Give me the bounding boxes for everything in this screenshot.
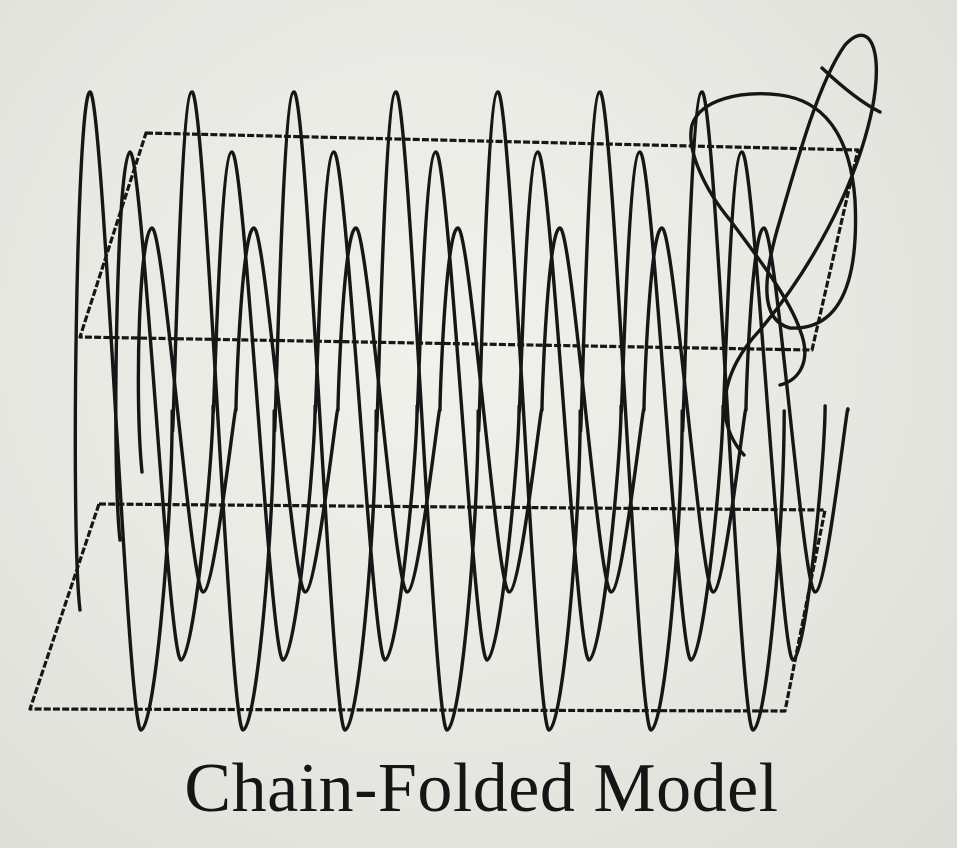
chain-folds-front-row [136,226,850,594]
chain-end-segment [820,66,882,114]
figure-caption: Chain-Folded Model [184,750,779,827]
lower-lamella-plane [28,502,827,713]
lamella-planes [28,131,860,713]
chain-tail-loop [689,33,879,457]
chain-folds-back-row [73,90,786,732]
upper-lamella-plane [78,131,860,352]
folded-polymer-chain [73,33,882,732]
chain-folds-middle-row [114,150,827,662]
